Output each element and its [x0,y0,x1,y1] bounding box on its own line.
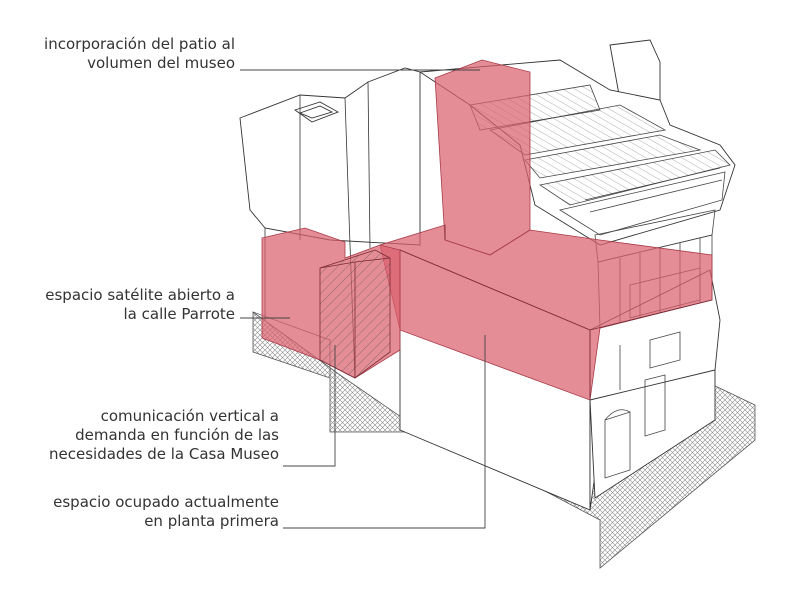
annotation-vertical-line3: necesidades de la Casa Museo [49,445,279,463]
annotation-vertical-line1: comunicación vertical a [100,407,279,425]
leader-vertical [283,345,336,467]
annotation-ocupado: espacio ocupado actualmente en planta pr… [53,493,279,531]
vertical-communication-volume [319,249,391,379]
annotation-satelite-line2: la calle Parrote [123,305,236,323]
roof-skylights [469,84,731,236]
annotation-ocupado-line2: en planta primera [144,512,279,530]
annotation-satelite-line1: espacio satélite abierto a [45,286,235,304]
annotation-patio-line1: incorporación del patio al [44,35,235,53]
annotation-patio: incorporación del patio al volumen del m… [44,35,235,73]
leader-lines [240,69,486,529]
annotation-vertical: comunicación vertical a demanda en funci… [49,407,279,464]
left-skylight [294,101,340,123]
annotation-ocupado-line1: espacio ocupado actualmente [53,493,279,511]
annotation-vertical-line2: demanda en función de las [75,426,279,444]
leader-ocupado [283,335,486,529]
patio-volume [434,59,531,256]
annotation-patio-line2: volumen del museo [87,54,235,72]
slab-edges [399,225,713,400]
annotation-satelite: espacio satélite abierto a la calle Parr… [45,286,235,324]
